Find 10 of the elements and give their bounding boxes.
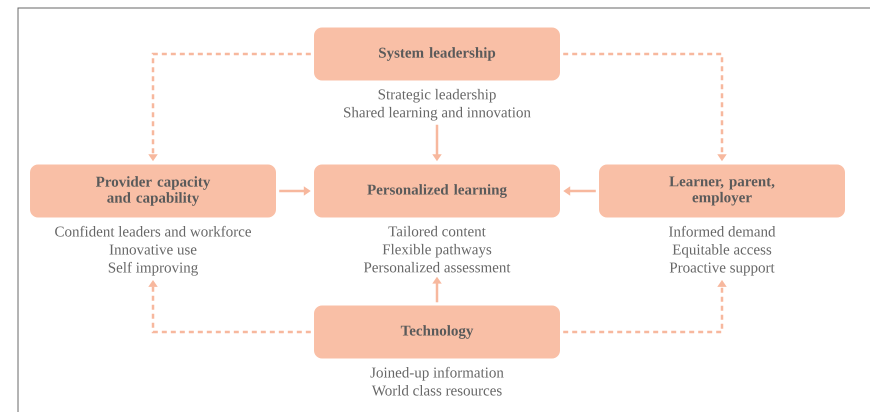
node-caption: Confident leaders and workforce Innovative use Self improving <box>55 226 251 276</box>
node-caption: Informed demand Equitable access Proactive support <box>669 226 776 276</box>
process-box: System leadership <box>314 28 560 80</box>
process-box: Provider capacity and capability <box>30 164 276 218</box>
node-caption: Strategic leadership Shared learning and innovation <box>344 88 531 121</box>
node-caption: Joined-up information World class resources <box>370 366 504 396</box>
process-box: Technology <box>314 306 560 358</box>
node-caption: Tailored content Flexible pathways Personalized assessment <box>364 226 510 272</box>
process-box: Personalized learning <box>314 164 560 218</box>
process-box: Learner, parent, employer <box>599 164 845 218</box>
